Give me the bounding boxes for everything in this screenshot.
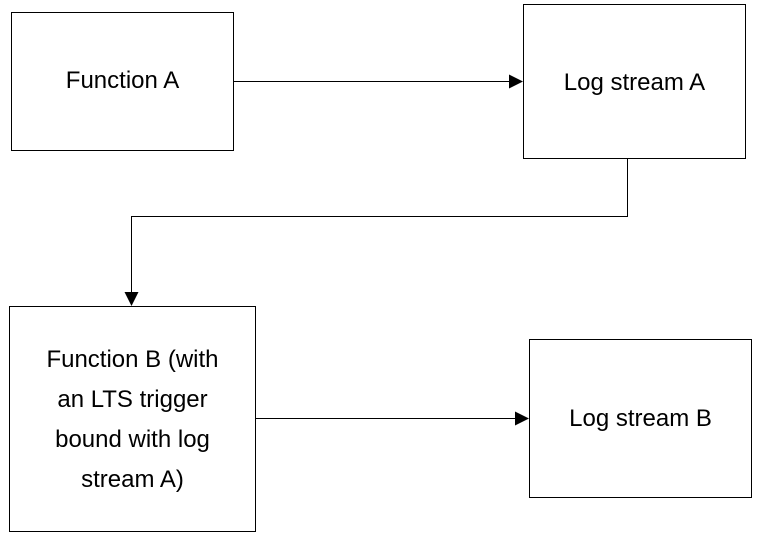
node-log-stream-a: Log stream A bbox=[523, 4, 746, 159]
node-function-b-label-line-2: an LTS trigger bbox=[57, 386, 207, 413]
node-function-a-box bbox=[11, 12, 234, 151]
node-log-stream-b-label: Log stream B bbox=[569, 405, 712, 432]
node-function-a: Function A bbox=[11, 12, 234, 151]
node-log-stream-b-box bbox=[529, 339, 752, 498]
node-function-b-label-line-4: stream A) bbox=[81, 466, 184, 493]
node-log-stream-a-box bbox=[523, 4, 746, 159]
node-function-b-box bbox=[9, 306, 256, 532]
edge-function-b-to-log-stream-b-arrowhead bbox=[515, 411, 529, 426]
edge-log-stream-a-to-function-b bbox=[124, 159, 628, 306]
node-function-b-label-line-1: Function B (with bbox=[46, 346, 218, 373]
edge-function-a-to-log-stream-a-arrowhead bbox=[509, 74, 523, 89]
node-function-a-label: Function A bbox=[66, 67, 179, 94]
node-function-b: Function B (with an LTS trigger bound wi… bbox=[9, 306, 256, 532]
edge-function-a-to-log-stream-a bbox=[234, 74, 523, 89]
node-function-b-label-line-3: bound with log bbox=[55, 426, 210, 453]
node-log-stream-b: Log stream B bbox=[529, 339, 752, 498]
edge-log-stream-a-to-function-b-line bbox=[131, 159, 628, 292]
node-log-stream-a-label: Log stream A bbox=[564, 69, 705, 96]
edge-function-b-to-log-stream-b bbox=[256, 411, 529, 426]
edge-log-stream-a-to-function-b-arrowhead bbox=[124, 292, 139, 306]
